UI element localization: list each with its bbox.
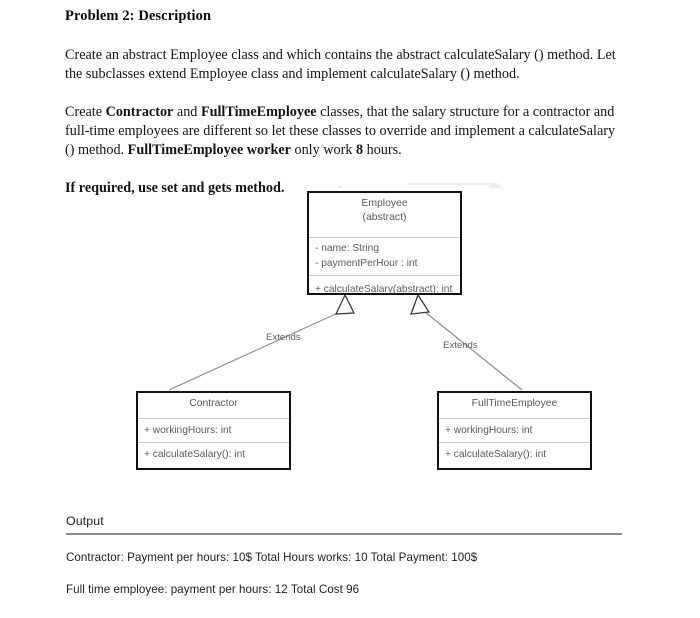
generalization-fulltime-to-employee <box>410 293 523 391</box>
uml-operation: + calculateSalary(): int <box>445 449 547 460</box>
emphasis-text: Contractor <box>105 104 174 120</box>
uml-class-contractor: Contractor + workingHours: int + calcula… <box>136 391 291 470</box>
uml-class-contractor-operations: + calculateSalary(): int <box>138 442 289 466</box>
uml-class-fulltimeemployee-attributes: + workingHours: int <box>439 418 590 442</box>
output-line-fulltime: Full time employee: payment per hours: 1… <box>66 583 360 596</box>
problem-statement: Problem 2: Description Create an abstrac… <box>65 0 625 198</box>
body-text: Create <box>65 104 106 120</box>
page-title: Problem 2: Description <box>65 8 212 24</box>
uml-attribute: + workingHours: int <box>445 425 533 436</box>
generalization-arrowhead-left <box>334 293 356 315</box>
body-text: only work <box>290 142 356 158</box>
uml-class-employee: Employee (abstract) - name: String - pay… <box>307 191 462 295</box>
output-section: Output Contractor: Payment per hours: 10… <box>66 514 622 596</box>
uml-class-employee-stereotype: (abstract) <box>362 212 407 223</box>
uml-class-contractor-name: Contractor <box>189 398 238 409</box>
relation-label-extends-right: Extends <box>443 340 478 351</box>
body-text: and <box>173 104 201 120</box>
generalization-arrowhead-right <box>410 293 431 315</box>
problem-paragraph-1: Create an abstract Employee class and wh… <box>65 46 625 84</box>
uml-operation: + calculateSalary(abstract): int <box>315 284 453 295</box>
uml-class-fulltimeemployee-operations: + calculateSalary(): int <box>439 442 590 466</box>
body-text: hours. <box>363 142 402 158</box>
emphasis-text: 8 <box>355 142 364 158</box>
body-text: . <box>280 180 285 196</box>
output-line-contractor: Contractor: Payment per hours: 10$ Total… <box>66 551 478 564</box>
uml-class-employee-header: Employee (abstract) <box>309 193 460 237</box>
uml-attribute: + workingHours: int <box>144 425 232 436</box>
uml-class-employee-operations: + calculateSalary(abstract): int <box>309 275 460 303</box>
uml-class-fulltimeemployee-name: FullTimeEmployee <box>471 398 558 409</box>
uml-operation: + calculateSalary(): int <box>144 449 246 460</box>
generalization-contractor-to-employee <box>168 293 356 391</box>
emphasis-text: If required, use set and gets method <box>65 180 281 196</box>
emphasis-text: FullTimeEmployee worker <box>127 142 291 158</box>
uml-class-fulltimeemployee-header: FullTimeEmployee <box>439 393 590 418</box>
uml-class-employee-attributes: - name: String - paymentPerHour : int <box>309 237 460 275</box>
relation-label-extends-left: Extends <box>266 332 301 343</box>
problem-paragraph-2: Create Contractor and FullTimeEmployee c… <box>65 103 625 160</box>
uml-class-contractor-attributes: + workingHours: int <box>138 418 289 442</box>
uml-class-contractor-header: Contractor <box>138 393 289 418</box>
problem-paragraph-3: If required, use set and gets method. <box>65 179 625 198</box>
output-heading: Output <box>66 514 104 528</box>
output-divider <box>66 533 622 535</box>
generalization-line-left <box>168 311 341 391</box>
emphasis-text: FullTimeEmployee <box>200 104 317 120</box>
body-text: classes, that the salary structure for a… <box>65 104 616 158</box>
body-text: Create an abstract Employee class and wh… <box>65 47 616 82</box>
uml-class-fulltimeemployee: FullTimeEmployee + workingHours: int + c… <box>437 391 592 470</box>
uml-attribute: - paymentPerHour : int <box>315 258 418 269</box>
generalization-line-right <box>424 311 523 391</box>
uml-attribute: - name: String <box>315 243 379 254</box>
